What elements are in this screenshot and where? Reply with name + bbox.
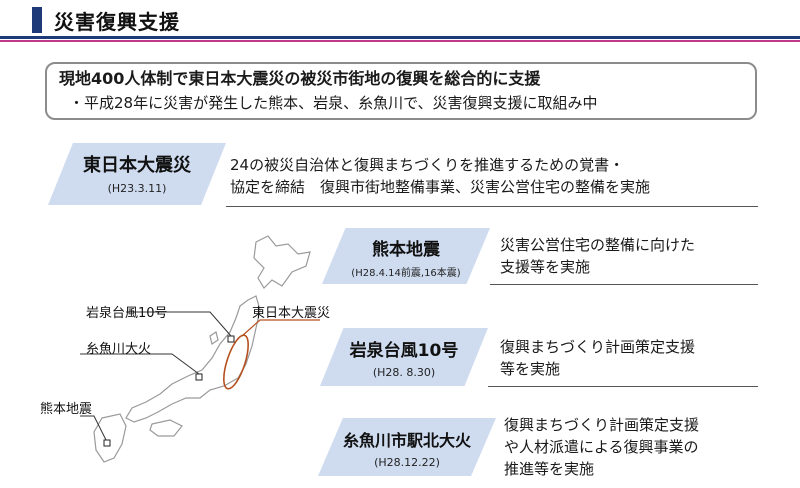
page-title: 災害復興支援: [54, 10, 180, 34]
tag-itoigawa: 糸魚川市駅北大火 (H28.12.22): [318, 418, 496, 476]
desc-tohoku: 24の被災自治体と復興まちづくりを推進するための覚書・ 協定を締結 復興市街地整…: [230, 154, 650, 198]
tag-kumamoto-name: 熊本地震: [372, 240, 440, 260]
desc-kumamoto-line1: 災害公営住宅の整備に向けた: [500, 236, 696, 254]
leader-iwaizumi: [126, 311, 232, 337]
desc-iwaizumi-line1: 復興まちづくり計画策定支援: [500, 338, 696, 356]
japan-map: [80, 235, 320, 463]
tag-itoigawa-name: 糸魚川市駅北大火: [342, 431, 471, 450]
header-rule-blue: [0, 36, 800, 39]
map-label-kumamoto: 熊本地震: [40, 402, 93, 417]
desc-itoigawa-line1: 復興まちづくり計画策定支援: [504, 416, 700, 434]
marker-iwaizumi: [227, 335, 235, 343]
tag-iwaizumi-name: 岩泉台風10号: [349, 341, 459, 361]
tag-tohoku: 東日本大震災 (H23.3.11): [48, 143, 226, 205]
shikoku-outline: [149, 419, 183, 437]
tag-iwaizumi: 岩泉台風10号 (H28. 8.30): [320, 328, 488, 386]
desc-tohoku-line1: 24の被災自治体と復興まちづくりを推進するための覚書・: [230, 156, 625, 174]
sado-outline: [209, 331, 219, 345]
tag-tohoku-name: 東日本大震災: [83, 155, 191, 176]
desc-iwaizumi: 復興まちづくり計画策定支援 等を実施: [500, 336, 695, 380]
leader-tohoku: [241, 319, 320, 337]
divider-tohoku: [226, 206, 758, 207]
desc-tohoku-line2: 協定を締結 復興市街地整備事業、災害公営住宅の整備を実施: [230, 178, 651, 196]
tag-iwaizumi-date: (H28. 8.30): [372, 366, 436, 379]
tag-tohoku-date: (H23.3.11): [107, 182, 167, 195]
desc-kumamoto: 災害公営住宅の整備に向けた 支援等を実施: [500, 234, 695, 278]
kyushu-outline: [93, 413, 127, 463]
hokkaido-outline: [253, 235, 311, 289]
summary-bullet: ・平成28年に災害が発生した熊本、岩泉、糸魚川で、災害復興支援に取組み中: [69, 94, 598, 112]
leader-kumamoto: [80, 415, 107, 441]
header-rule-pink: [0, 40, 800, 42]
marker-itoigawa: [195, 373, 203, 381]
desc-kumamoto-line2: 支援等を実施: [500, 258, 591, 276]
tohoku-highlight: [223, 334, 249, 390]
desc-itoigawa: 復興まちづくり計画策定支援 や人材派遣による復興事業の 推進等を実施: [504, 414, 699, 480]
title-marker: [32, 7, 42, 33]
summary-box: 現地400人体制で東日本大震災の被災市街地の復興を総合的に支援 ・平成28年に災…: [45, 62, 757, 120]
tag-itoigawa-date: (H28.12.22): [374, 456, 440, 469]
divider-iwaizumi: [488, 386, 758, 387]
desc-itoigawa-line3: 推進等を実施: [504, 460, 595, 478]
honshu-outline: [125, 295, 261, 423]
desc-iwaizumi-line2: 等を実施: [500, 360, 561, 378]
map-label-tohoku: 東日本大震災: [252, 306, 331, 321]
divider-kumamoto: [490, 284, 758, 285]
tag-kumamoto-date: (H28.4.14前震,16本震): [351, 268, 461, 279]
summary-headline: 現地400人体制で東日本大震災の被災市街地の復興を総合的に支援: [59, 69, 541, 88]
tag-kumamoto: 熊本地震 (H28.4.14前震,16本震): [322, 228, 490, 284]
leader-itoigawa: [80, 353, 200, 375]
map-label-iwaizumi: 岩泉台風10号: [86, 306, 168, 321]
desc-itoigawa-line2: や人材派遣による復興事業の: [504, 438, 699, 456]
map-label-itoigawa: 糸魚川大火: [86, 342, 152, 357]
marker-kumamoto: [103, 439, 111, 447]
